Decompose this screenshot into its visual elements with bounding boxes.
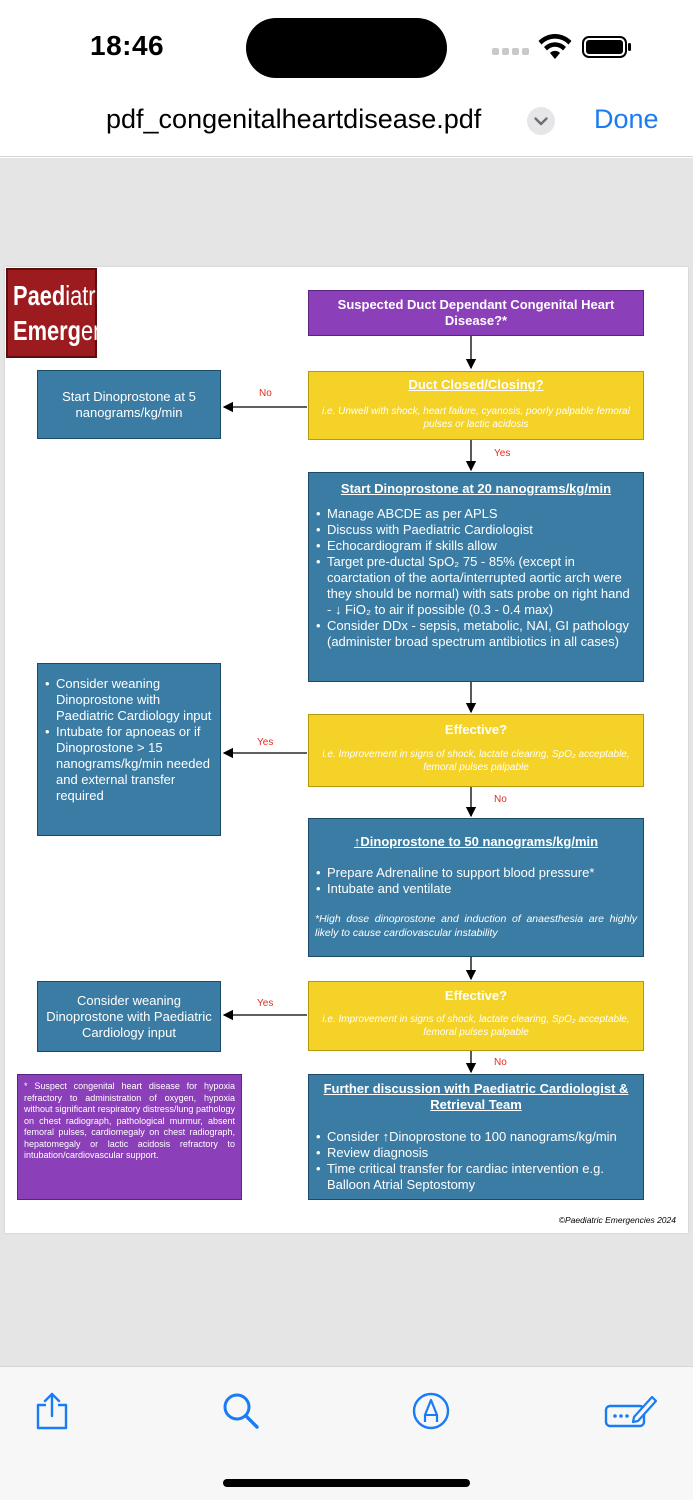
yes-label: Yes <box>257 998 274 1009</box>
list-item: Consider DDx - sepsis, metabolic, NAI, G… <box>315 618 637 650</box>
copyright-text: ©Paediatric Emergencies 2024 <box>558 1215 676 1225</box>
step-title: Further discussion with Paediatric Cardi… <box>323 1081 629 1112</box>
list-item: Review diagnosis <box>315 1145 637 1161</box>
question-detail: i.e. Improvement in signs of shock, lact… <box>322 749 630 773</box>
step3-list: Consider ↑Dinoprostone to 100 nanograms/… <box>315 1129 637 1193</box>
list-item: Time critical transfer for cardiac inter… <box>315 1161 637 1193</box>
step-title: Start Dinoprostone at 20 nanograms/kg/mi… <box>340 481 612 496</box>
effective-question-box-2: Effective? i.e. Improvement in signs of … <box>308 981 644 1051</box>
yes2-list: Consider weaning Dinoprostone with Paedi… <box>44 676 214 804</box>
done-button[interactable]: Done <box>594 104 659 134</box>
share-icon[interactable] <box>32 1391 72 1431</box>
consider-weaning-box: Consider weaning Dinoprostone with Paedi… <box>37 981 221 1052</box>
question-title: Effective? <box>444 988 508 1003</box>
further-discussion-box: Further discussion with Paediatric Cardi… <box>308 1074 644 1200</box>
nav-bar: pdf_congenitalheartdisease.pdf Done <box>0 95 693 157</box>
status-time: 18:46 <box>90 30 165 61</box>
list-item: Prepare Adrenaline to support blood pres… <box>315 865 637 881</box>
markup-icon[interactable] <box>411 1391 451 1431</box>
dinoprostone-50-box: ↑Dinoprostone to 50 nanograms/kg/min Pre… <box>308 818 644 957</box>
footnote-box: * Suspect congenital heart disease for h… <box>17 1074 242 1200</box>
list-item: Intubate and ventilate <box>315 881 637 897</box>
step2-note: *High dose dinoprostone and induction of… <box>315 913 637 939</box>
step-title: ↑Dinoprostone to 50 nanograms/kg/min <box>353 834 599 849</box>
no-label: No <box>259 388 272 399</box>
step2-list: Prepare Adrenaline to support blood pres… <box>315 865 637 897</box>
question-title: Effective? <box>444 722 508 737</box>
status-bar: 18:46 <box>0 0 693 95</box>
list-item: Discuss with Paediatric Cardiologist <box>315 522 637 538</box>
list-item: Consider ↑Dinoprostone to 100 nanograms/… <box>315 1129 637 1145</box>
chevron-down-icon <box>534 117 548 126</box>
paediatric-emergencies-logo: Paediatric Emergencies <box>6 268 144 358</box>
question-detail: i.e. Unwell with shock, heart failure, c… <box>322 406 630 430</box>
form-fill-icon[interactable] <box>604 1391 658 1431</box>
step1-list: Manage ABCDE as per APLS Discuss with Pa… <box>315 506 637 650</box>
home-indicator[interactable] <box>223 1479 470 1487</box>
dynamic-island <box>246 18 447 78</box>
bottom-toolbar <box>0 1366 693 1500</box>
pdf-page: Paediatric Emergencies Suspected Duct De… <box>5 267 688 1233</box>
document-title[interactable]: pdf_congenitalheartdisease.pdf <box>106 104 482 134</box>
pdf-viewer[interactable]: Paediatric Emergencies Suspected Duct De… <box>0 158 693 1366</box>
yes-label: Yes <box>257 737 274 748</box>
no-label: No <box>494 794 507 805</box>
search-icon[interactable] <box>221 1391 261 1431</box>
question-title: Duct Closed/Closing? <box>408 377 544 392</box>
start-box: Suspected Duct Dependant Congenital Hear… <box>308 290 644 336</box>
list-item: Manage ABCDE as per APLS <box>315 506 637 522</box>
dinoprostone-20-box: Start Dinoprostone at 20 nanograms/kg/mi… <box>308 472 644 682</box>
title-menu-button[interactable] <box>527 107 555 135</box>
effective-question-box-1: Effective? i.e. Improvement in signs of … <box>308 714 644 787</box>
list-item: Intubate for apnoeas or if Dinoprostone … <box>44 724 214 804</box>
list-item: Target pre-ductal SpO₂ 75 - 85% (except … <box>315 554 637 618</box>
list-item: Consider weaning Dinoprostone with Paedi… <box>44 676 214 724</box>
list-item: Echocardiogram if skills allow <box>315 538 637 554</box>
cellular-signal-icon <box>492 48 530 58</box>
no-label: No <box>494 1057 507 1068</box>
question-detail: i.e. Improvement in signs of shock, lact… <box>322 1014 630 1038</box>
yes-label: Yes <box>494 448 511 459</box>
duct-closed-question-box: Duct Closed/Closing? i.e. Unwell with sh… <box>308 371 644 440</box>
start-dinoprostone-5-box: Start Dinoprostone at 5 nanograms/kg/min <box>37 370 221 439</box>
consider-weaning-intubate-box: Consider weaning Dinoprostone with Paedi… <box>37 663 221 836</box>
wifi-icon <box>538 34 572 59</box>
battery-icon <box>582 36 631 58</box>
